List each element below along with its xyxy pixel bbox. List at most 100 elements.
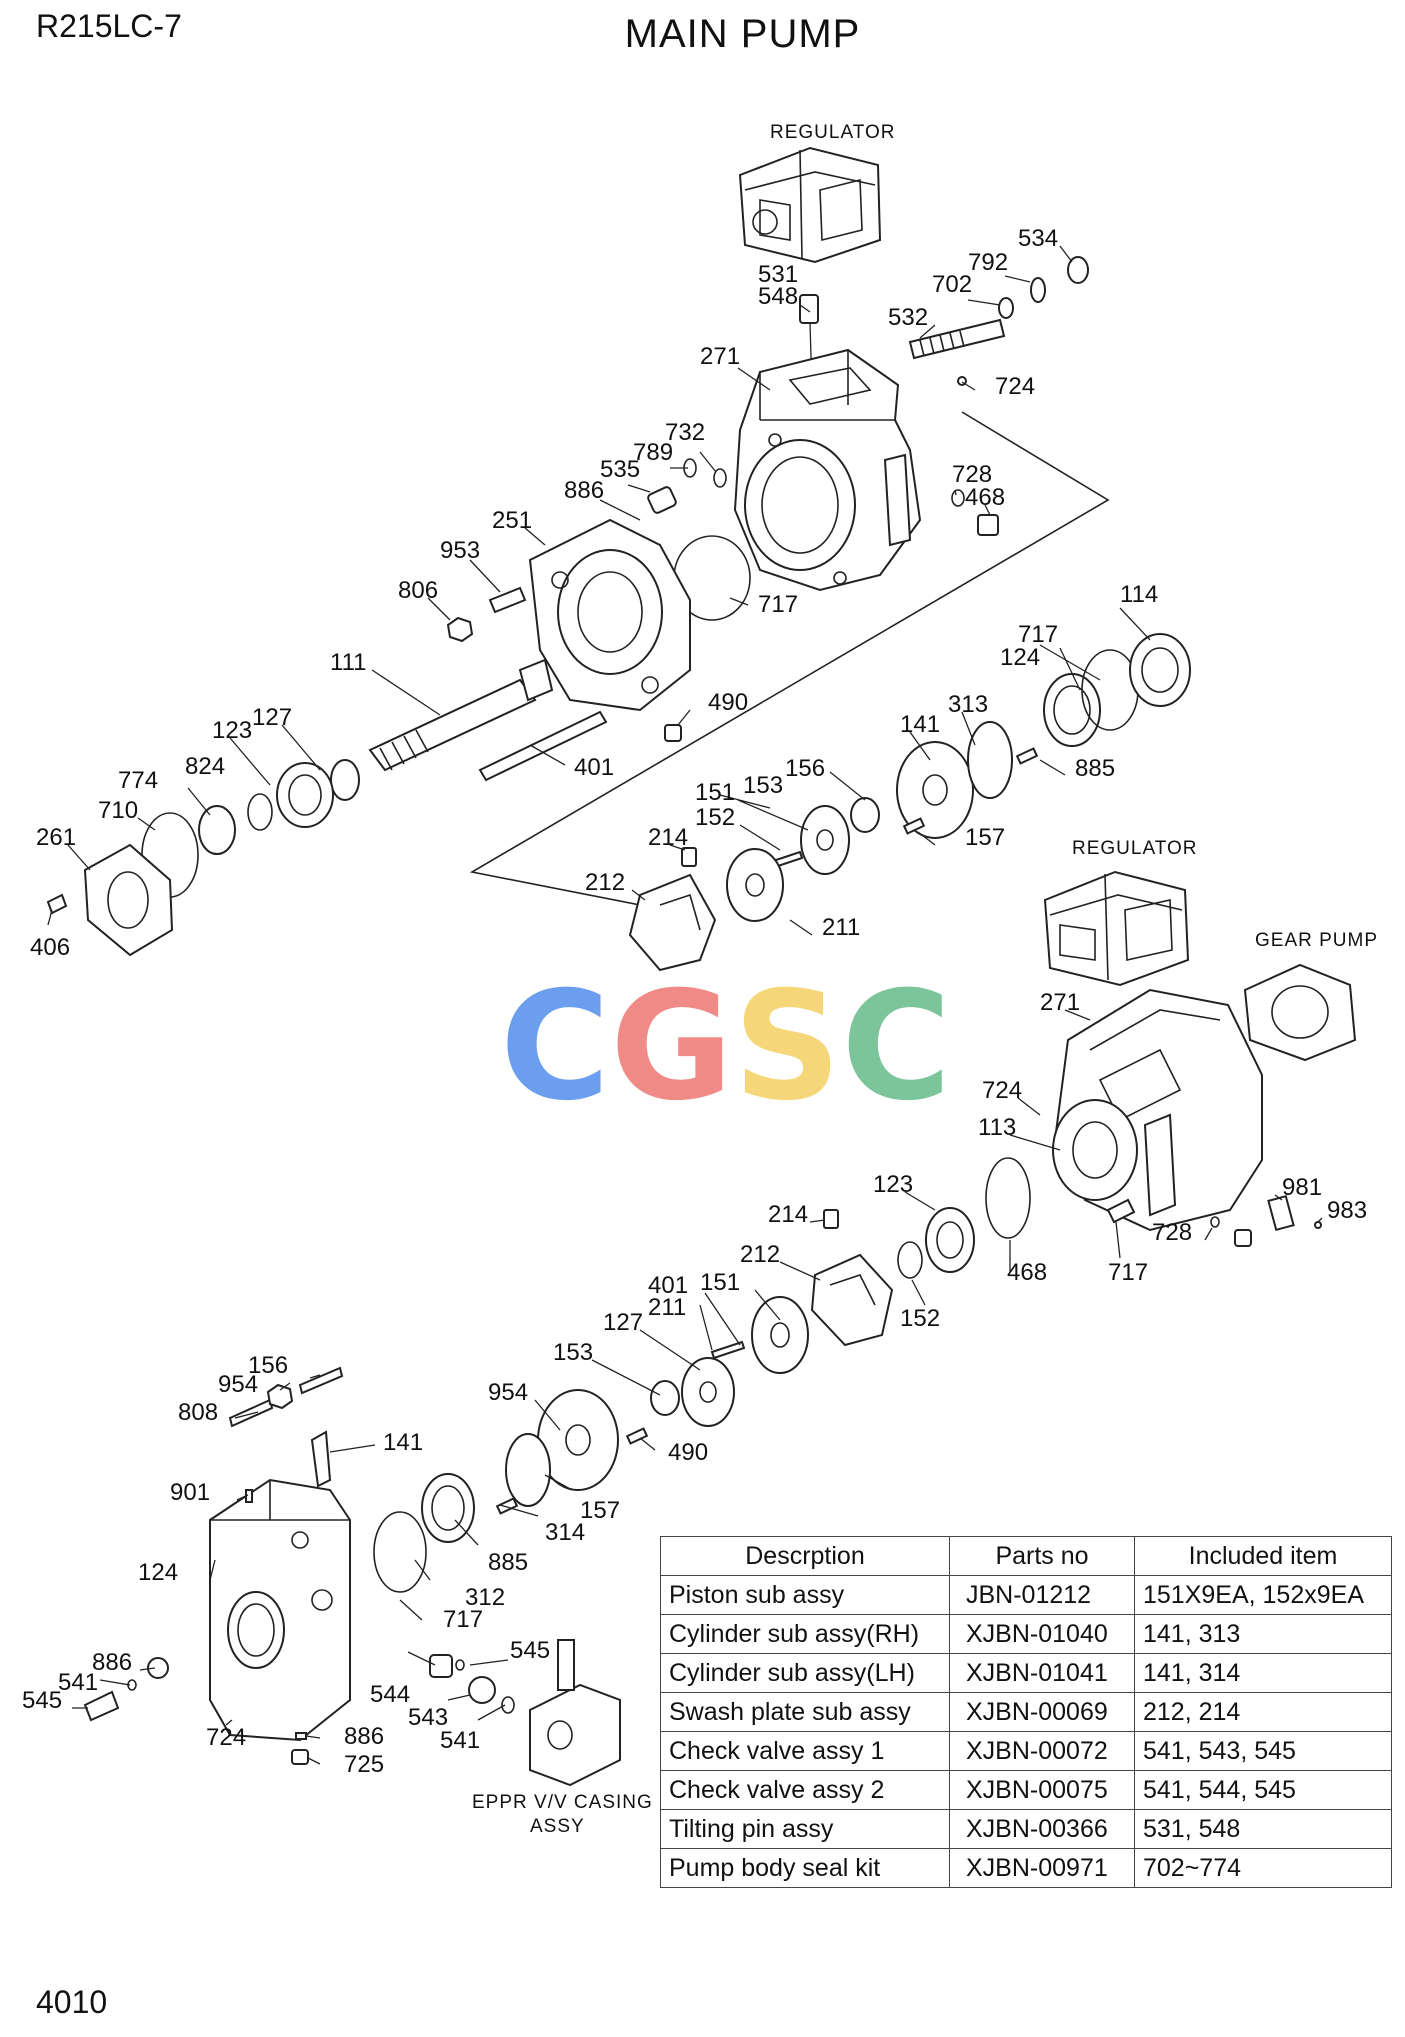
o-ring-732 bbox=[713, 468, 727, 488]
plug-468-lower bbox=[1234, 1229, 1252, 1247]
callout-545: 545 bbox=[510, 1637, 550, 1664]
callout-792: 792 bbox=[968, 249, 1008, 276]
callout-153: 153 bbox=[553, 1339, 593, 1366]
callout-541: 541 bbox=[440, 1727, 480, 1754]
callout-728: 728 bbox=[1152, 1219, 1192, 1246]
stud-953 bbox=[488, 586, 527, 614]
callout-156: 156 bbox=[785, 755, 825, 782]
watermark-logo: CGSC bbox=[500, 960, 951, 1134]
pin-885-upper bbox=[1015, 747, 1039, 765]
check-valve-541-right bbox=[468, 1676, 496, 1704]
callout-152: 152 bbox=[695, 804, 735, 831]
snap-ring-127-lower bbox=[897, 1241, 923, 1279]
callout-271: 271 bbox=[1040, 989, 1080, 1016]
callout-490: 490 bbox=[708, 689, 748, 716]
callout-535: 535 bbox=[600, 456, 640, 483]
callout-313: 313 bbox=[948, 691, 988, 718]
o-ring-717-lower bbox=[985, 1157, 1031, 1239]
valve-block-312 bbox=[209, 1478, 351, 1742]
callout-981: 981 bbox=[1282, 1174, 1322, 1201]
row-included-item: 141, 313 bbox=[1134, 1614, 1392, 1654]
col-description: Descrption bbox=[660, 1536, 950, 1576]
tilting-pin-parts bbox=[799, 256, 1089, 391]
needle-bearing-124-lower bbox=[421, 1473, 475, 1543]
upper-group-bracket bbox=[469, 411, 1110, 906]
plug-468 bbox=[977, 514, 999, 536]
col-parts-no: Parts no bbox=[949, 1536, 1135, 1576]
plug-544 bbox=[83, 1690, 120, 1722]
page-title: MAIN PUMP bbox=[624, 12, 861, 56]
callout-717: 717 bbox=[1108, 1259, 1148, 1286]
pin-214-lower bbox=[823, 1209, 839, 1229]
callout-548: 548 bbox=[758, 283, 798, 310]
callout-545: 545 bbox=[22, 1687, 62, 1714]
callout-214: 214 bbox=[768, 1201, 808, 1228]
callout-127: 127 bbox=[252, 704, 292, 731]
callout-901: 901 bbox=[170, 1479, 210, 1506]
stud-954-b bbox=[298, 1366, 344, 1395]
shoe-plate-211-lower bbox=[751, 1296, 809, 1374]
check-valve-541-left bbox=[147, 1657, 169, 1679]
gear-pump-caption: GEAR PUMP bbox=[1255, 930, 1378, 951]
callout-531: 531 bbox=[758, 261, 798, 288]
callout-261: 261 bbox=[36, 824, 76, 851]
stud-954-a bbox=[228, 1398, 274, 1428]
o-ring-725 bbox=[295, 1732, 307, 1740]
callout-953: 953 bbox=[440, 537, 480, 564]
eppr-caption-line1: EPPR V/V CASING bbox=[472, 1792, 653, 1813]
parts-table: Descrption Parts no Included item Piston… bbox=[660, 1536, 1392, 1888]
callout-124: 124 bbox=[1000, 644, 1040, 671]
regulator-top-drawing: REGULATOR bbox=[738, 122, 896, 264]
callout-124: 124 bbox=[138, 1559, 178, 1586]
row-included-item: 541, 543, 545 bbox=[1134, 1731, 1392, 1771]
row-included-item: 212, 214 bbox=[1134, 1692, 1392, 1732]
callout-151: 151 bbox=[700, 1269, 740, 1296]
callout-141: 141 bbox=[383, 1429, 423, 1456]
callout-113: 113 bbox=[978, 1114, 1016, 1141]
pin-885-lower bbox=[495, 1497, 519, 1515]
pin-157-upper bbox=[902, 817, 926, 835]
callout-724: 724 bbox=[995, 373, 1035, 400]
row-description: Cylinder sub assy(RH) bbox=[660, 1614, 950, 1654]
row-parts-no: XJBN-00075 bbox=[949, 1770, 1135, 1810]
gear-pump-drawing: GEAR PUMP bbox=[1243, 930, 1378, 1062]
regulator-right-caption: REGULATOR bbox=[1072, 838, 1198, 859]
callout-271: 271 bbox=[700, 343, 740, 370]
callout-717: 717 bbox=[443, 1606, 483, 1633]
needle-bearing-124-upper bbox=[1043, 673, 1101, 747]
callout-123: 123 bbox=[873, 1171, 913, 1198]
regulator-top-caption: REGULATOR bbox=[770, 122, 896, 143]
callout-490: 490 bbox=[668, 1439, 708, 1466]
row-description: Cylinder sub assy(LH) bbox=[660, 1653, 950, 1693]
ball-guide-156-lower bbox=[650, 1380, 680, 1416]
callout-111: 111 bbox=[330, 649, 366, 676]
row-description: Check valve assy 1 bbox=[660, 1731, 950, 1771]
plug-466 bbox=[291, 1749, 309, 1765]
row-description: Check valve assy 2 bbox=[660, 1770, 950, 1810]
row-parts-no: XJBN-00069 bbox=[949, 1692, 1135, 1732]
callout-885: 885 bbox=[488, 1549, 528, 1576]
callout-824: 824 bbox=[185, 753, 225, 780]
valve-plate-313 bbox=[967, 721, 1013, 799]
eppr-valve-casing: EPPR V/V CASING ASSY bbox=[472, 1639, 653, 1837]
callout-312: 312 bbox=[465, 1584, 505, 1611]
parts-table-header: Descrption Parts no Included item bbox=[660, 1536, 1392, 1576]
eppr-caption-line2: ASSY bbox=[530, 1816, 585, 1837]
callout-141: 141 bbox=[900, 711, 940, 738]
callout-401: 401 bbox=[574, 754, 614, 781]
upper-callout-labels: 5347927025315485322717247327895358867284… bbox=[30, 225, 1158, 961]
callout-732: 732 bbox=[665, 419, 705, 446]
watermark-letter-2: G bbox=[610, 960, 734, 1134]
callout-724: 724 bbox=[982, 1077, 1022, 1104]
watermark-letter-4: C bbox=[841, 960, 952, 1134]
callout-541: 541 bbox=[58, 1669, 98, 1696]
callout-406: 406 bbox=[30, 934, 70, 961]
callout-251: 251 bbox=[492, 507, 532, 534]
callout-127: 127 bbox=[603, 1309, 643, 1336]
